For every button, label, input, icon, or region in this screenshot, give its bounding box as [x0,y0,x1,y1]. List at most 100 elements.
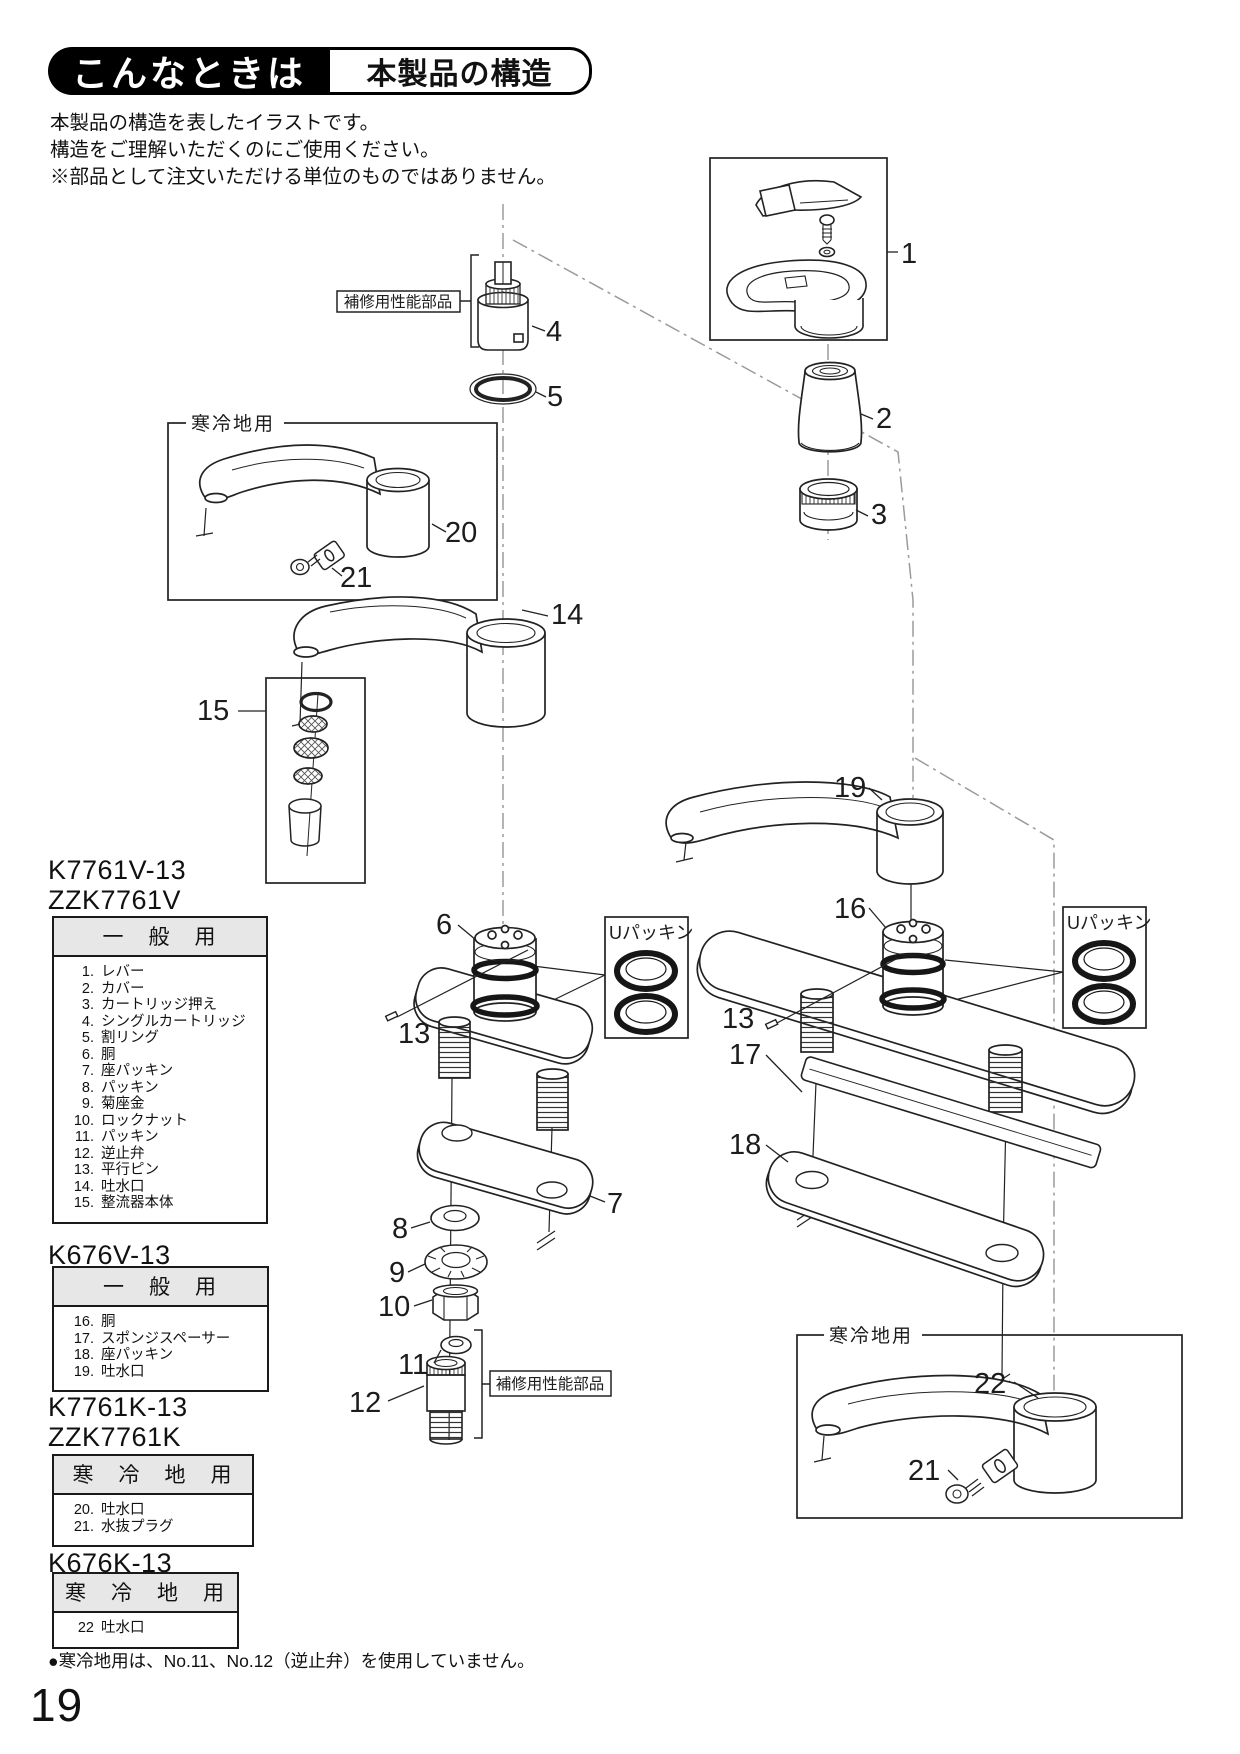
parts-row: 11.パッキン [74,1129,159,1145]
callout-10: 10 [378,1291,410,1323]
callout-6: 6 [436,909,452,941]
parts-table-k676v: 一 般 用 16.胴 17.スポンジスペーサー 18.座パッキン 19.吐水口 [52,1266,269,1392]
callout-16: 16 [834,893,866,925]
parts-row: 8.パッキン [81,1079,159,1096]
model-code: K7761V-13 [48,855,187,885]
callout-11: 11 [398,1349,428,1381]
section-badge: こんなときは [48,47,330,95]
callout-8: 8 [392,1213,408,1245]
part-22-spout [811,1374,1097,1494]
part-8-packing [430,1204,480,1232]
parts-table-category: 寒 冷 地 用 [54,1574,237,1613]
parts-row: 5.割リング [81,1030,159,1046]
part-21-drain-plug-top [290,540,345,576]
page-title: 本製品の構造 [330,47,592,95]
parts-row: 10.ロックナット [73,1112,188,1129]
repair-top-label: 補修用性能部品 [344,293,453,311]
part-18-base-packing-right [765,1151,1045,1288]
model-code: ZZK7761V [48,885,182,915]
callout-21r: 21 [908,1455,940,1487]
cold-top-label: 寒冷地用 [191,413,275,435]
parts-table-category: 寒 冷 地 用 [54,1456,252,1495]
part-9-star-washer [424,1244,488,1280]
parts-row: 2.カバー [81,980,145,997]
part-4-cartridge [477,261,529,351]
u-packing-box-right: Uパッキン [944,906,1151,1029]
part-17-sponge-spacer [800,1056,1102,1169]
model-code: ZZK7761K [48,1422,182,1452]
part-15-aerator-parts [288,691,333,857]
cold-region-bottom-frame: 寒冷地用 [796,1324,1183,1519]
parts-row: 7.座パッキン [81,1063,174,1079]
part-5-split-ring [469,373,537,405]
callout-9: 9 [389,1257,405,1289]
callout-17: 17 [729,1039,761,1071]
model-codes-k676v: K676V-13 [48,1240,171,1270]
model-code: K7761K-13 [48,1392,188,1422]
intro-line-1: 本製品の構造を表したイラストです。 [50,112,380,134]
intro-line-2: 構造をご理解いただくのにご使用ください。 [50,139,440,161]
parts-table-category: 一 般 用 [54,1268,267,1307]
part1-frame [709,157,888,341]
part-19-spout [665,781,944,885]
parts-row: 16.胴 [73,1314,116,1330]
callout-3: 3 [871,499,887,531]
parts-row: 15.整流器本体 [73,1195,174,1211]
callout-15: 15 [197,695,229,727]
parts-row: 4.シングルカートリッジ [81,1013,246,1030]
callout-numbers: 1 2 3 4 5 6 7 8 9 10 11 12 13 13 14 15 1… [197,238,1006,1487]
callout-7: 7 [607,1188,623,1220]
parts-row: 6.胴 [81,1046,116,1063]
model-code: K676V-13 [48,1240,171,1270]
intro-line-3: ※部品として注文いただける単位のものではありません。 [50,166,556,188]
callout-13: 13 [398,1018,430,1050]
part-11-packing [440,1335,472,1355]
callout-leaders [238,251,1039,1481]
parts-table-k7761v: 一 般 用 1.レバー 2.カバー 3.カートリッジ押え 4.シングルカートリッ… [52,916,268,1224]
part-13-pin-right [764,957,899,1030]
callout-4: 4 [546,316,562,348]
repair-bottom-label: 補修用性能部品 [496,1375,605,1393]
part15-frame [265,677,366,884]
callout-5: 5 [547,381,563,413]
parts-row: 9.菊座金 [81,1096,145,1112]
part-12-check-valve [426,1355,466,1445]
page-number: 19 [30,1679,84,1731]
part-2-cover [797,361,863,453]
section-badge-text: こんなときは [71,53,306,94]
part-7-base-packing-left [416,1121,594,1215]
model-codes-k7761v: K7761V-13 ZZK7761V [48,855,186,915]
callout-13r: 13 [722,1003,754,1035]
parts-row: 21.水抜プラグ [73,1518,174,1535]
cold-climate-note: ●寒冷地用は、No.11、No.12（逆止弁）を使用していません。 [48,1651,535,1671]
intro-text: 本製品の構造を表したイラストです。 構造をご理解いただくのにご使用ください。 ※… [50,110,556,191]
parts-row: 17.スポンジスペーサー [73,1330,231,1347]
callout-12: 12 [349,1387,381,1419]
repair-label-top: 補修用性能部品 [336,254,479,348]
cold-bottom-label: 寒冷地用 [829,1325,913,1347]
callout-2: 2 [876,403,892,435]
callout-22: 22 [974,1368,1006,1400]
part-6-body [413,924,594,1131]
part-14-spout [293,596,546,728]
parts-row: 20.吐水口 [73,1502,145,1518]
part-13-pin-left [384,949,529,1022]
u-packing-left-label: Uパッキン [609,923,693,943]
u-packing-right-label: Uパッキン [1067,913,1151,933]
parts-row: 19.吐水口 [73,1363,145,1380]
parts-table-category: 一 般 用 [54,918,266,957]
cold-region-top-frame: 寒冷地用 [167,412,498,601]
parts-row: 12.逆止弁 [73,1145,145,1162]
callout-19: 19 [834,772,866,804]
part-21-drain-plug-bottom [945,1448,1019,1504]
callout-14: 14 [551,599,583,631]
callout-1: 1 [901,238,917,270]
part-3-cartridge-retainer [799,478,858,531]
callout-21: 21 [340,562,372,594]
page-title-text: 本製品の構造 [366,58,553,91]
parts-row: 13.平行ピン [73,1162,159,1178]
parts-row: 3.カートリッジ押え [81,997,217,1013]
